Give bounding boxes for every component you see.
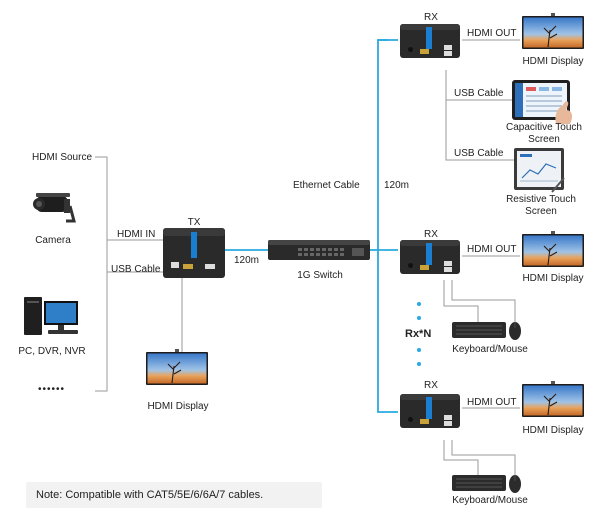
rx2-hdmi-out-label: HDMI OUT: [467, 244, 517, 255]
mouse-1-icon: [508, 321, 522, 341]
rx2-display-label: HDMI Display: [522, 273, 584, 284]
ethernet-lines: [225, 39, 398, 413]
rx1-label: RX: [424, 12, 438, 23]
hdmi-source-label: HDMI Source: [32, 152, 93, 163]
camera-label: Camera: [35, 235, 71, 246]
resistive-label-line1: Resistive Touch: [506, 194, 576, 205]
rx2-label: RX: [424, 229, 438, 240]
tx-extender-icon: [163, 228, 225, 278]
rx1-hdmi-out-label: HDMI OUT: [467, 28, 517, 39]
rx-n-dots: [417, 302, 421, 366]
capacitive-label-line2: Screen: [528, 134, 560, 145]
compatibility-note: Note: Compatible with CAT5/5E/6/6A/7 cab…: [26, 482, 322, 508]
rx3-display-tv-icon: [521, 380, 585, 418]
tx-display-label: HDMI Display: [147, 401, 209, 412]
rx3-display-label: HDMI Display: [522, 425, 584, 436]
mouse-2-icon: [508, 474, 522, 494]
keyboard-mouse-1-label: Keyboard/Mouse: [452, 344, 528, 355]
switch-label: 1G Switch: [297, 270, 343, 281]
cable-length-left: 120m: [234, 255, 260, 266]
hdmi-in-label: HDMI IN: [117, 229, 156, 240]
rx1-display-label: HDMI Display: [522, 56, 584, 67]
rx3-label: RX: [424, 380, 438, 391]
tx-display-tv-icon: [145, 348, 209, 386]
usb-cable-1-label: USB Cable: [454, 88, 504, 99]
keyboard-2-icon: [451, 474, 507, 492]
resistive-label-line2: Screen: [525, 206, 557, 217]
usb-cable-2-label: USB Cable: [454, 148, 504, 159]
resistive-touch-screen-icon: [514, 148, 565, 193]
rx1-display-tv-icon: [521, 12, 585, 50]
rx-n-label: Rx*N: [405, 328, 432, 340]
cable-length-right: 120m: [384, 180, 410, 191]
source-bracket: [95, 156, 165, 392]
capacitive-label-line1: Capacitive Touch: [506, 122, 582, 133]
pc-label: PC, DVR, NVR: [18, 346, 86, 357]
capacitive-touch-screen-icon: [512, 80, 573, 124]
ethernet-cable-label: Ethernet Cable: [293, 180, 360, 191]
rx3-extender-icon: [400, 394, 460, 428]
camera-icon: [33, 193, 76, 223]
rx-wires: [443, 39, 520, 475]
tx-label: TX: [187, 217, 201, 228]
keyboard-1-icon: [451, 321, 507, 339]
rx3-hdmi-out-label: HDMI OUT: [467, 397, 517, 408]
rx1-extender-icon: [400, 24, 460, 58]
rx2-extender-icon: [400, 240, 460, 274]
usb-cable-tx-label: USB Cable: [111, 264, 161, 275]
rx2-display-tv-icon: [521, 230, 585, 268]
keyboard-mouse-2-label: Keyboard/Mouse: [452, 495, 528, 506]
more-sources-ellipsis: ••••••: [38, 384, 66, 395]
switch-icon: [268, 240, 370, 260]
pc-icon: [24, 297, 78, 335]
